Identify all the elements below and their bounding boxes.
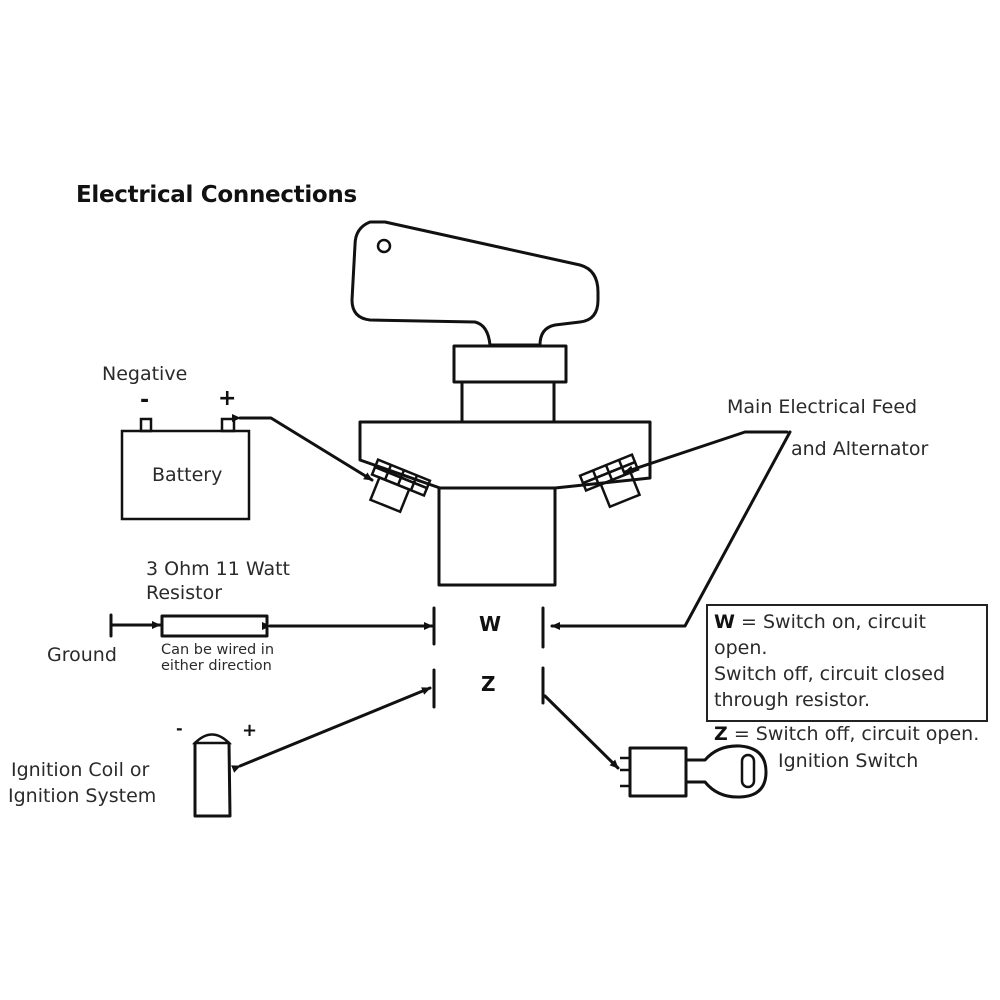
legend-w-desc-line2: Switch off, circuit closed [714, 663, 946, 685]
battery-positive-post [220, 417, 236, 433]
ground-label: Ground [47, 644, 117, 666]
ignition-switch-body [628, 746, 688, 798]
right-terminal [578, 453, 642, 509]
coil-body [193, 741, 232, 818]
resistor-label-line2: Resistor [146, 582, 222, 604]
coil-plus-symbol: + [242, 720, 258, 741]
legend-z-key: Z [714, 723, 728, 745]
coil-label-line2: Ignition System [8, 785, 157, 807]
legend-w-desc-line3: through resistor. [714, 689, 871, 711]
wire-alternator-to-w [550, 430, 792, 630]
legend-z-entry: Z = Switch off, circuit open. [714, 721, 980, 747]
main-feed-label-line1: Main Electrical Feed [727, 396, 918, 418]
battery-negative-post [139, 417, 153, 433]
coil-label-line1: Ignition Coil or [11, 759, 150, 781]
legend-box: W = Switch on, circuit open. Switch off,… [706, 604, 988, 745]
legend-w-key: W [714, 611, 735, 633]
handle-hole [376, 238, 392, 254]
ignition-coil [191, 733, 233, 818]
coil-minus-symbol: - [176, 719, 183, 738]
battery-minus-symbol: - [140, 388, 150, 413]
resistor-note-line1: Can be wired in [161, 642, 275, 658]
wire-battery-to-switch [232, 414, 374, 482]
battery-plus-symbol: + [218, 386, 237, 411]
resistor-label-line1: 3 Ohm 11 Watt [146, 558, 291, 580]
battery-label: Battery [152, 464, 223, 486]
legend-z-desc: = Switch off, circuit open. [727, 723, 980, 745]
switch-body [437, 486, 557, 587]
switch-collar [452, 344, 568, 384]
wire-z-to-ignition-switch [543, 694, 620, 770]
left-terminal [368, 458, 432, 514]
ignition-switch [620, 744, 768, 799]
terminal-w-label: W [479, 612, 502, 636]
legend-w-desc-line1: = Switch on, circuit open. [714, 611, 926, 659]
terminal-z-label: Z [481, 672, 496, 696]
page-title: Electrical Connections [76, 182, 357, 208]
switch-neck [460, 380, 556, 424]
ignition-switch-label: Ignition Switch [778, 750, 919, 772]
key-hole [740, 753, 756, 789]
resistor-note-line2: either direction [161, 658, 272, 674]
main-feed-label-line2: and Alternator [791, 438, 929, 460]
ignition-key [684, 744, 768, 799]
wire-main-feed [623, 430, 789, 474]
wire-coil-to-z [231, 686, 432, 773]
kill-switch [350, 220, 652, 587]
resistor [160, 614, 269, 638]
switch-handle [350, 220, 600, 347]
negative-label: Negative [102, 363, 188, 385]
coil-cap [191, 733, 233, 745]
legend-w-entry: W = Switch on, circuit open. [714, 609, 980, 661]
